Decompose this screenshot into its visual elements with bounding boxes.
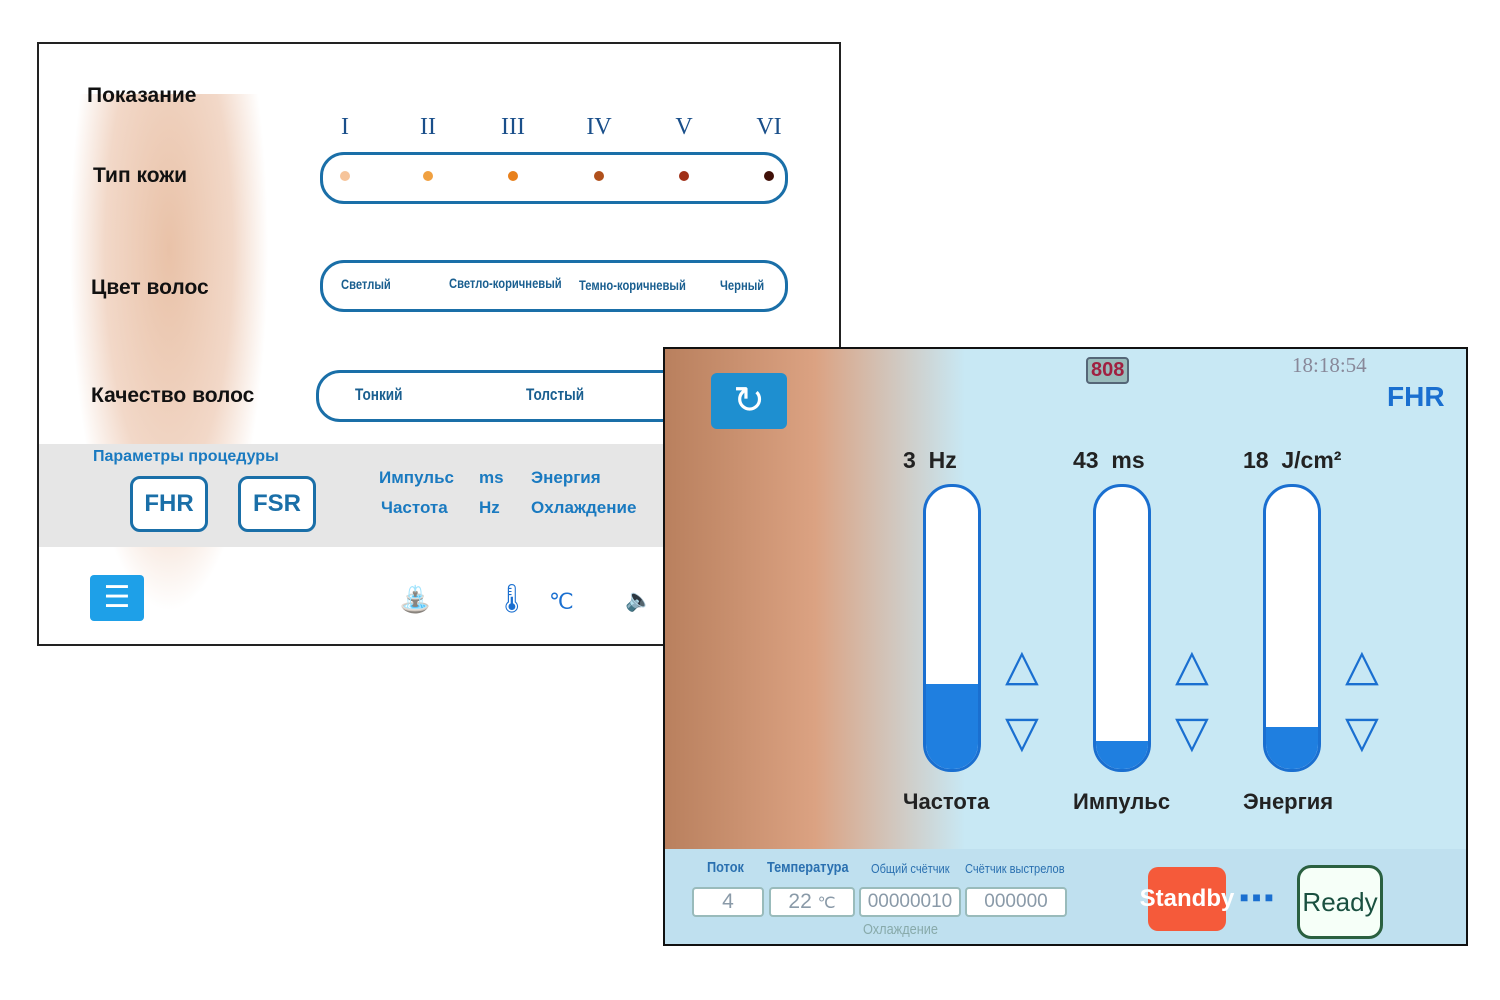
- hair-quality-option[interactable]: Толстый: [526, 385, 585, 404]
- flow-label: Поток: [707, 859, 744, 876]
- skin-type-label: Тип кожи: [93, 164, 188, 187]
- temperature-field[interactable]: 22 ℃: [769, 887, 855, 917]
- param-unit: ms: [1111, 447, 1145, 473]
- temp-unit: ℃: [817, 895, 836, 912]
- params-label: Параметры процедуры: [93, 448, 279, 465]
- skin-type-dot[interactable]: [508, 171, 518, 181]
- unit-ms: ms: [479, 468, 504, 487]
- fhr-mode-button[interactable]: FHR: [130, 476, 208, 532]
- skin-type-dot[interactable]: [594, 171, 604, 181]
- ready-button[interactable]: Ready: [1297, 865, 1383, 939]
- skin-type-dot[interactable]: [423, 171, 433, 181]
- thermometer-icon[interactable]: 🌡: [494, 583, 530, 614]
- decrease-icon[interactable]: ▽: [1175, 708, 1209, 757]
- indication-label: Показание: [87, 84, 197, 107]
- param-level-bar[interactable]: [923, 484, 981, 772]
- param-level-fill: [1096, 740, 1148, 769]
- mode-label: FHR: [1387, 381, 1445, 412]
- param-readout: 18 J/cm²: [1243, 447, 1341, 474]
- clock: 18:18:54: [1292, 353, 1367, 377]
- speaker-icon[interactable]: 🔈: [625, 587, 653, 612]
- increase-icon[interactable]: △: [1175, 641, 1209, 690]
- param-unit: Hz: [928, 447, 957, 473]
- temperature-value: 22: [788, 890, 812, 913]
- param-frequency: Частота: [381, 498, 448, 517]
- temperature-label: Температура: [767, 859, 849, 876]
- param-energy: Энергия: [531, 468, 601, 487]
- skin-type-dot[interactable]: [679, 171, 689, 181]
- param-pulse: Импульс: [379, 468, 454, 487]
- param-level-fill: [926, 684, 978, 769]
- flow-field[interactable]: 4: [692, 887, 764, 917]
- param-name: Импульс: [1073, 789, 1171, 814]
- cooling-label: Охлаждение: [863, 921, 938, 938]
- skin-type-selector[interactable]: [320, 152, 788, 204]
- hair-color-option[interactable]: Темно-коричневый: [579, 277, 686, 293]
- status-dots: ■ ■ ■: [1240, 889, 1274, 905]
- param-level-bar[interactable]: [1263, 484, 1321, 772]
- standby-button[interactable]: Standby: [1140, 867, 1234, 931]
- wavelength-badge: 808: [1086, 357, 1130, 384]
- hair-quality-option[interactable]: Тонкий: [355, 385, 403, 404]
- skin-type-numeral: II: [420, 114, 436, 140]
- skin-type-numeral: IV: [586, 114, 612, 140]
- total-counter-field: 00000010: [859, 887, 961, 917]
- refresh-icon[interactable]: ↻: [711, 373, 787, 429]
- fsr-mode-button[interactable]: FSR: [238, 476, 316, 532]
- param-readout: 43 ms: [1073, 447, 1145, 474]
- decrease-icon[interactable]: ▽: [1345, 708, 1379, 757]
- decrease-icon[interactable]: ▽: [1005, 708, 1039, 757]
- celsius-icon: ℃: [549, 589, 574, 614]
- skin-type-dot[interactable]: [340, 171, 350, 181]
- skin-type-numeral: VI: [756, 114, 782, 140]
- menu-icon[interactable]: ☰: [90, 575, 144, 621]
- skin-type-numeral: III: [501, 114, 525, 140]
- param-name: Энергия: [1243, 789, 1334, 814]
- param-value: 18: [1243, 447, 1269, 473]
- param-level-fill: [1266, 726, 1318, 769]
- skin-type-numeral: V: [675, 114, 693, 140]
- hair-quality-label: Качество волос: [91, 384, 255, 407]
- total-counter-label: Общий счётчик: [871, 861, 950, 876]
- water-tap-icon[interactable]: ⛲: [399, 584, 432, 614]
- param-readout: 3 Hz: [903, 447, 957, 474]
- shot-counter-field: 000000: [965, 887, 1067, 917]
- hair-color-option[interactable]: Светло-коричневый: [449, 275, 562, 291]
- hair-color-option[interactable]: Светлый: [341, 276, 391, 292]
- param-value: 43: [1073, 447, 1099, 473]
- param-value: 3: [903, 447, 916, 473]
- increase-icon[interactable]: △: [1345, 641, 1379, 690]
- hair-color-label: Цвет волос: [91, 276, 209, 299]
- skin-type-numeral: I: [341, 114, 349, 140]
- skin-type-dot[interactable]: [764, 171, 774, 181]
- increase-icon[interactable]: △: [1005, 641, 1039, 690]
- hair-color-selector[interactable]: [320, 260, 788, 312]
- param-level-bar[interactable]: [1093, 484, 1151, 772]
- param-unit: J/cm²: [1281, 447, 1342, 473]
- unit-hz: Hz: [479, 498, 500, 517]
- param-name: Частота: [903, 789, 990, 814]
- body-photo: [665, 349, 965, 944]
- param-cooling: Охлаждение: [531, 498, 637, 517]
- shot-counter-label: Счётчик выстрелов: [965, 861, 1065, 876]
- hair-color-option[interactable]: Черный: [720, 277, 765, 293]
